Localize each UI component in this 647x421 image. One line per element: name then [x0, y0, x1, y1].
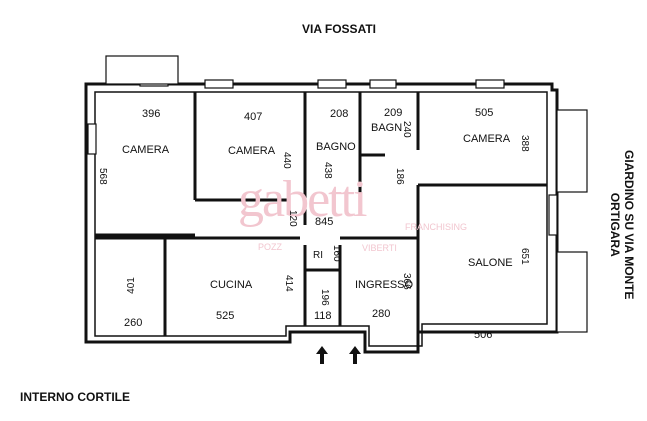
arrow-entrance-2: [349, 346, 361, 364]
street-right-line2: ORTIGARA: [608, 192, 622, 257]
room-camera-right: CAMERA: [463, 133, 511, 145]
balcony-top: [105, 55, 179, 85]
dim-196: 196: [319, 289, 330, 306]
room-bagno: BAGNO: [316, 141, 356, 153]
arrow-entrance-1: [316, 346, 328, 364]
dim-438: 438: [322, 162, 333, 179]
dim-506: 506: [474, 329, 493, 341]
dim-414: 414: [283, 275, 294, 292]
watermark-sub-mid: FRANCHISING: [405, 222, 468, 232]
dim-440: 440: [281, 152, 292, 169]
dim-120: 120: [287, 210, 298, 227]
room-salone: SALONE: [468, 257, 513, 269]
dim-651: 651: [519, 248, 530, 265]
window-top-5: [475, 79, 505, 89]
street-bottom-left: INTERNO CORTILE: [20, 390, 130, 404]
dim-401: 401: [125, 277, 137, 294]
street-right: GIARDINO SU VIA MONTE ORTIGARA: [608, 150, 636, 300]
dim-240: 240: [401, 121, 412, 138]
dim-186: 186: [394, 168, 405, 185]
window-top-2: [204, 79, 234, 89]
dim-260: 260: [124, 317, 143, 329]
window-left-1: [87, 123, 97, 155]
room-camera-mid: CAMERA: [228, 145, 276, 157]
street-top: VIA FOSSATI: [302, 22, 377, 36]
dim-366: 366: [401, 273, 412, 290]
dim-388: 388: [519, 135, 530, 152]
outer-wall-inner: [94, 91, 548, 347]
watermark-sub-right: VIBERTI: [362, 243, 397, 253]
street-right-line1: GIARDINO SU VIA MONTE: [622, 150, 636, 300]
dim-118: 118: [314, 310, 332, 322]
window-right-1: [548, 194, 558, 236]
dim-525: 525: [216, 310, 235, 322]
dim-160: 160: [331, 245, 342, 262]
room-camera-left: CAMERA: [122, 144, 170, 156]
dim-845: 845: [315, 216, 334, 228]
dim-208: 208: [330, 108, 349, 120]
balcony-right-1: [556, 109, 588, 193]
dim-505: 505: [475, 107, 494, 119]
window-top-3: [317, 79, 347, 89]
watermark-logo: gabetti: [238, 171, 368, 228]
room-bagno-small: BAGN: [371, 122, 403, 134]
dim-396: 396: [142, 108, 161, 120]
balcony-right-2: [556, 251, 588, 333]
room-cucina: CUCINA: [210, 279, 253, 291]
dim-568: 568: [97, 168, 108, 185]
watermark-sub-left: POZZ: [258, 242, 282, 252]
dim-280: 280: [372, 308, 391, 320]
dim-209: 209: [384, 107, 403, 119]
window-top-4: [369, 79, 397, 89]
dim-407: 407: [244, 111, 263, 123]
room-ingresso: INGRESSO: [355, 279, 414, 291]
room-ri: RI: [313, 250, 323, 261]
outer-wall: [84, 82, 559, 354]
